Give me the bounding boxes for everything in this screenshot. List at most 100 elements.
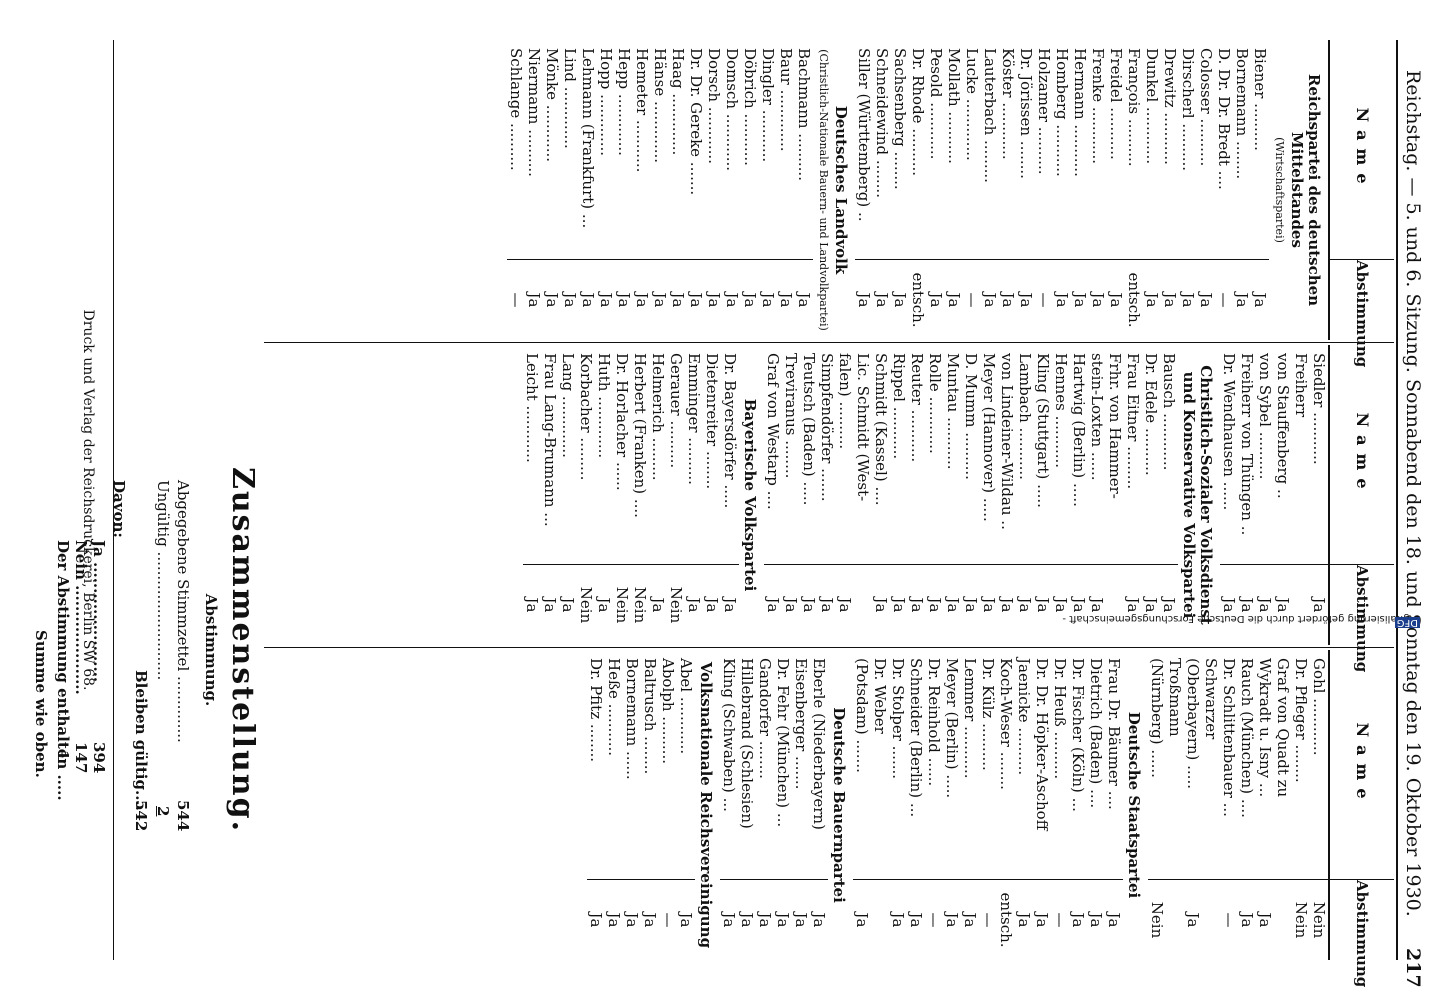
member-vote: Nein	[613, 564, 631, 645]
bottom-rule	[113, 40, 114, 960]
member-vote: Ja	[853, 879, 871, 960]
table-row: Freiherr	[1292, 345, 1310, 645]
vote-heading: Abstimmung	[1330, 259, 1394, 367]
vote-heading: Abstimmung	[1330, 564, 1394, 672]
member-name: Lind .............	[561, 48, 579, 149]
party-heading: Reichspartei des deutschen Mittelstandes	[1288, 73, 1323, 307]
member-name: D. Dr. Dr. Bredt ....	[1215, 48, 1233, 190]
member-vote: —	[1051, 879, 1069, 960]
table-row: Dr. Jörissen ........Ja	[1017, 40, 1035, 340]
table-row: Dietenreiter ........Ja	[703, 345, 721, 645]
member-name: Dr. Fischer (Köln) ...	[1069, 658, 1087, 812]
member-vote: Nein	[577, 564, 595, 645]
table-row: Dr. Edele ..........Ja	[1142, 345, 1160, 645]
member-name: Dorsch ............	[705, 48, 723, 164]
member-vote: Ja	[615, 259, 633, 340]
member-vote: Ja	[579, 259, 597, 340]
member-name: Wykradt u. Isny ...	[1256, 658, 1274, 798]
member-name: Graf von Westarp ....	[764, 353, 782, 510]
member-name: Dunkel ............	[1143, 48, 1161, 165]
member-name: Hennes ...........	[1052, 353, 1070, 469]
member-name: Colosser ..........	[1197, 48, 1215, 167]
member-vote: Ja	[998, 564, 1016, 645]
table-row: Koch-Weser ........entsch.	[997, 650, 1015, 960]
member-name: Köster ............	[999, 48, 1017, 160]
summary-block: Zusammenstellung. Abstimmung. Abgegebene…	[24, 340, 264, 960]
table-row: Korbacher .........Nein	[577, 345, 595, 645]
table-row: Dr. Wendhausen ......Ja	[1220, 345, 1238, 645]
member-vote: Ja	[703, 564, 721, 645]
table-row: Bachmann ..........Ja	[795, 40, 813, 340]
member-name: Baltrusch ........	[641, 658, 659, 775]
table-row: Rolle ............Ja	[926, 345, 944, 645]
member-name: Mollath ...........	[945, 48, 963, 164]
member-vote: Ja	[1105, 879, 1123, 960]
table-row: von Stauffenberg ..Ja	[1274, 345, 1292, 645]
member-name: Hopp .............	[597, 48, 615, 157]
party-heading: Volksnationale Reichsvereinigung	[697, 661, 715, 949]
member-name: von Lindeiner-Wildau ..	[998, 353, 1016, 530]
member-vote: Ja	[907, 879, 925, 960]
member-vote: Ja	[1034, 564, 1052, 645]
member-name: Rolle ............	[926, 353, 944, 454]
member-vote: Ja	[1017, 259, 1035, 340]
member-vote: Ja	[721, 564, 739, 645]
member-name: Lambach ...........	[1016, 353, 1034, 480]
member-vote: Ja	[943, 879, 961, 960]
vote-column-1: Name Abstimmung Reichspartei des deutsch…	[264, 40, 1394, 367]
member-name: Teutsch (Baden) .....	[800, 353, 818, 506]
table-row: Meyer (Hannover) .....Ja	[980, 345, 998, 645]
table-row: (Oberbayern) .....Ja	[1184, 650, 1202, 960]
member-vote: Ja	[541, 564, 559, 645]
digitization-text: Digitalisierung gefördert durch die Deut…	[1062, 613, 1420, 624]
dfg-logo: DFG	[1394, 617, 1420, 628]
bleiben-label: Bleiben gültig....	[132, 670, 150, 811]
table-row: D. Mumm ..........Ja	[962, 345, 980, 645]
member-vote: Ja	[523, 564, 541, 645]
member-vote: Ja	[1087, 879, 1105, 960]
member-vote: Ja	[872, 564, 890, 645]
table-row: Dr. Horlacher ......Nein	[613, 345, 631, 645]
name-heading: Name	[1353, 722, 1372, 807]
party-heading: Christlich-Sozialer Volksdienst und Kons…	[1180, 365, 1215, 625]
member-vote: Ja	[800, 564, 818, 645]
member-name: Muntau ...........	[944, 353, 962, 470]
member-name: Lauterbach .........	[981, 48, 999, 183]
table-row: falen) ..........Ja	[836, 345, 854, 645]
member-name: Frenke ............	[1089, 48, 1107, 165]
member-vote: Ja	[685, 564, 703, 645]
member-name: Rauch (München) ....	[1238, 658, 1256, 818]
table-row: Hopp .............Ja	[597, 40, 615, 340]
member-name: Gohl ............	[1310, 658, 1328, 756]
table-row: Rauch (München) ....Ja	[1238, 650, 1256, 960]
member-vote: —	[925, 879, 943, 960]
member-name: Dr. Dr. Höpker-Aschoff	[1033, 658, 1051, 831]
member-vote: Ja	[543, 259, 561, 340]
member-name: Lemmer ...........	[961, 658, 979, 779]
table-row: stein-Loxten ......Ja	[1088, 345, 1106, 645]
member-vote	[1202, 879, 1220, 960]
member-vote: Ja	[1233, 259, 1251, 340]
member-name: Jaenicke ..........	[1015, 658, 1033, 776]
table-row: Frau Eitner .........Ja	[1124, 345, 1142, 645]
member-name: Drewitz ...........	[1161, 48, 1179, 165]
member-vote: Ja	[1069, 879, 1087, 960]
member-vote: —	[659, 879, 677, 960]
table-row: Emminger ..........Ja	[685, 345, 703, 645]
member-vote: Ja	[873, 259, 891, 340]
member-vote: Ja	[1197, 259, 1215, 340]
member-name: Dr. Weber	[871, 658, 889, 734]
abgegeben-label: Abgegebene Stimmzettel ..............	[174, 480, 192, 743]
table-row: Mönke ............Ja	[543, 40, 561, 340]
member-vote: Ja	[855, 259, 873, 340]
member-name: Siedler ...........	[1310, 353, 1328, 465]
table-row: (Nürnberg) ......Nein	[1148, 650, 1166, 960]
member-name: Dr. Edele ..........	[1142, 353, 1160, 476]
member-name: Treviranus ........	[782, 353, 800, 479]
digitization-note: Digitalisierung gefördert durch die Deut…	[1062, 608, 1424, 992]
column-header: Name Abstimmung	[1328, 40, 1394, 367]
table-row: Gerauer ..........Nein	[667, 345, 685, 645]
member-name: Dr. Bayersdörfer .....	[721, 353, 739, 509]
